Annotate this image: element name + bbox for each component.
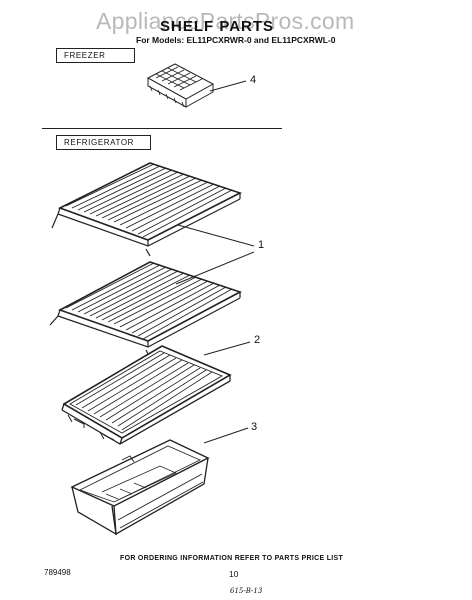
crisper-drawer (70, 439, 210, 536)
callout-2: 2 (254, 334, 261, 346)
refrigerator-section-label: REFRIGERATOR (56, 135, 151, 150)
leader-line-2 (203, 341, 251, 356)
wire-shelf-upper (51, 162, 243, 257)
watermark: AppliancePartsPros.com (96, 8, 355, 34)
callout-4: 4 (250, 74, 257, 86)
page-title: SHELF PARTS (160, 18, 275, 35)
freezer-section-label: FREEZER (56, 48, 135, 63)
callout-3: 3 (251, 421, 258, 433)
leader-line-1b (175, 251, 255, 285)
leader-line-1a (177, 224, 255, 247)
callout-leader-lines (175, 80, 255, 444)
callout-1: 1 (258, 239, 265, 251)
ordering-note: FOR ORDERING INFORMATION REFER TO PARTS … (120, 555, 344, 562)
leader-line-4 (209, 80, 247, 92)
ice-cube-tray (146, 63, 215, 108)
handwritten-note: 615-B-13 (230, 587, 263, 595)
page-number: 10 (229, 569, 239, 579)
section-divider (42, 128, 282, 129)
wire-shelf-lower (49, 261, 243, 359)
crisper-cover-shelf (61, 345, 232, 445)
models-subtitle: For Models: EL11PCXRWR-0 and EL11PCXRWL-… (136, 35, 336, 45)
leader-line-3 (203, 427, 249, 444)
document-number: 789498 (44, 568, 71, 577)
